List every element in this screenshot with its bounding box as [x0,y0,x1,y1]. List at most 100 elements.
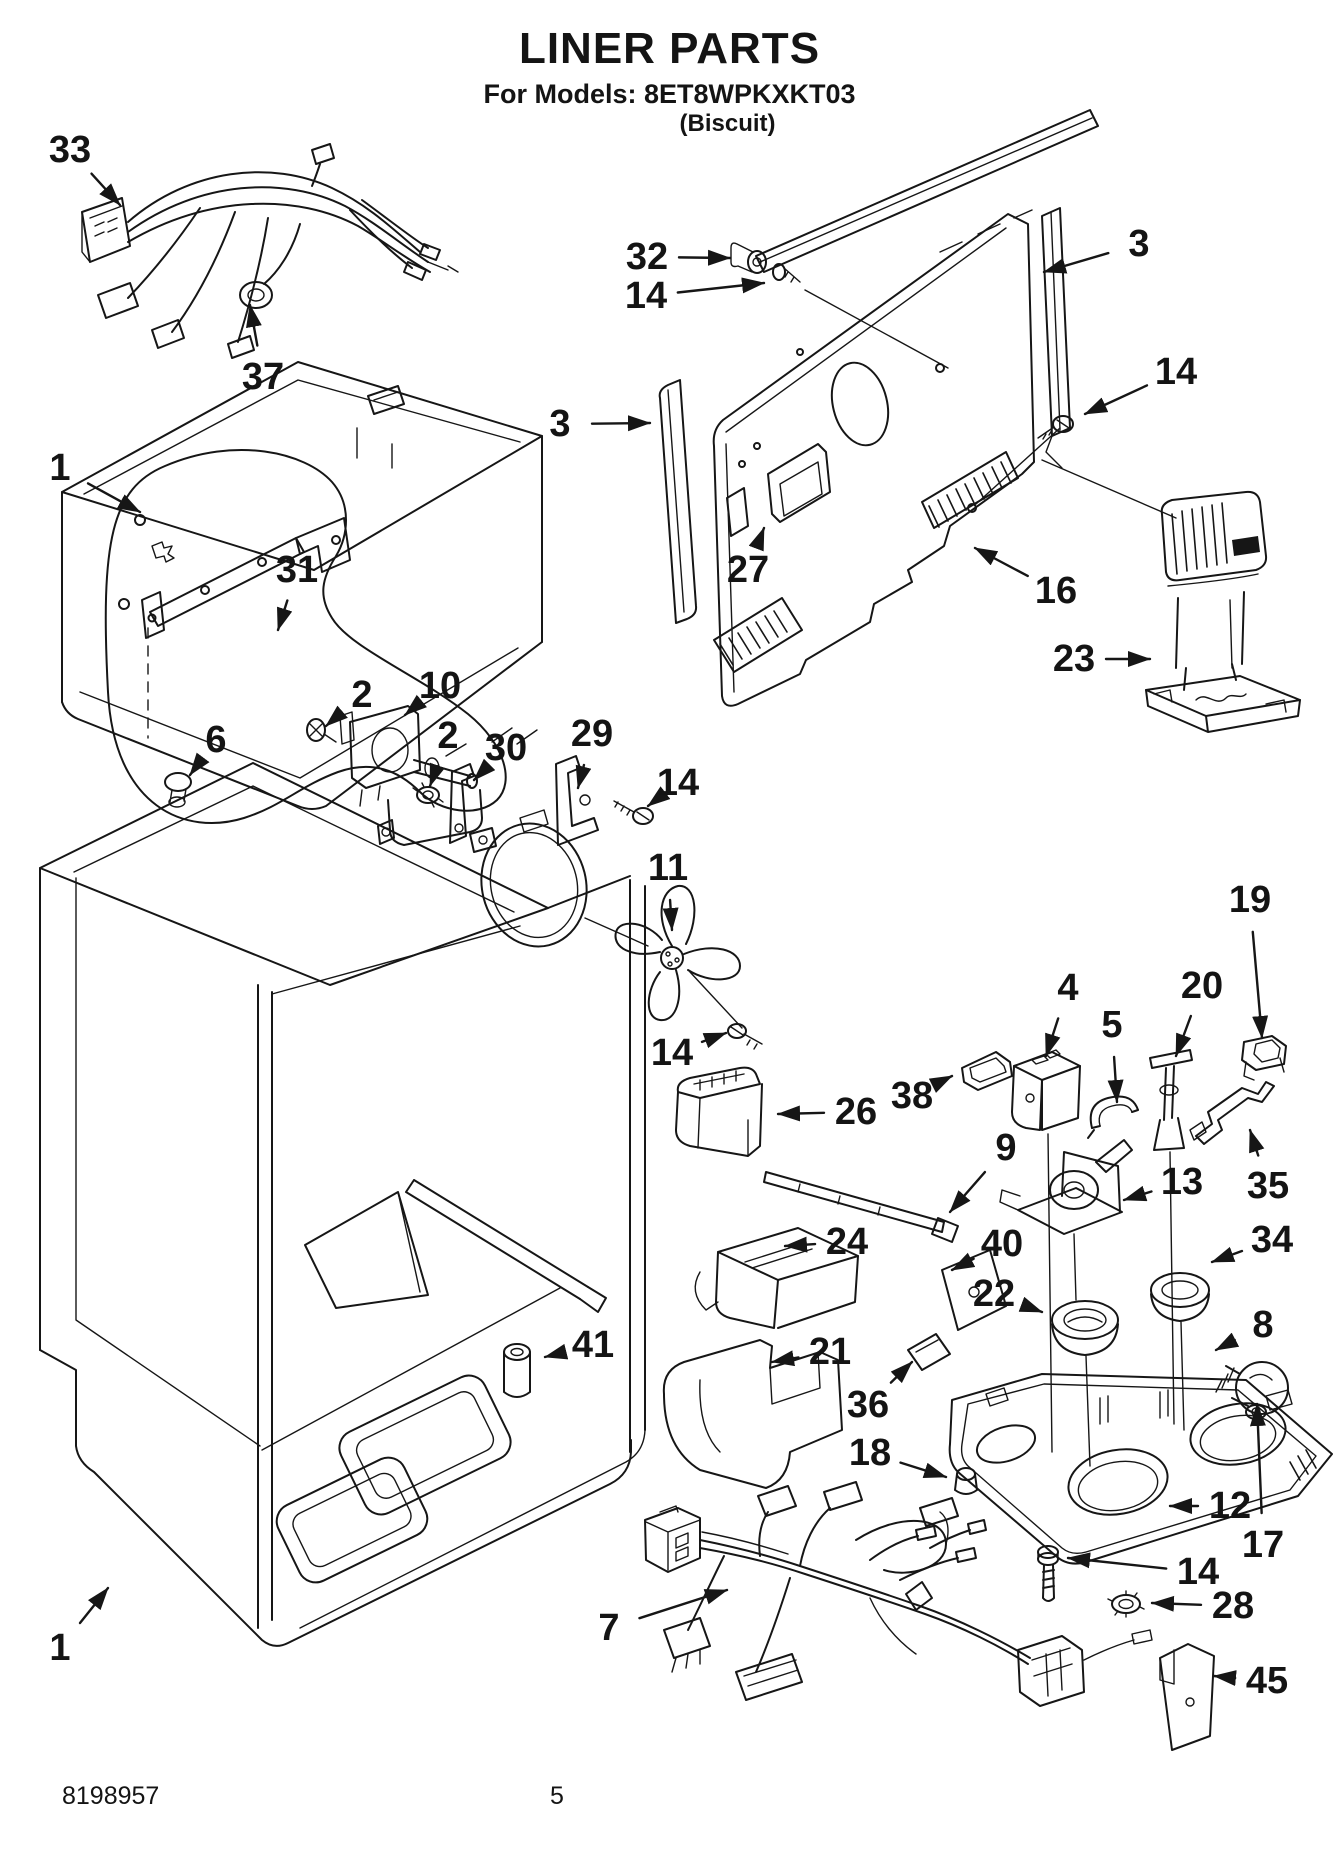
callout-label: 2 [351,674,372,716]
callout-arrow [928,1074,954,1093]
callout-arrow [950,1252,976,1272]
callout-14: 14 [646,762,699,808]
page-number: 5 [550,1782,564,1810]
callout-label: 14 [1155,351,1197,393]
callout-27: 27 [727,526,769,591]
callout-4: 4 [1044,967,1079,1058]
callout-1: 1 [49,447,142,514]
callout-arrow [543,1343,569,1360]
callout-label: 3 [549,403,570,445]
callout-label: 9 [995,1127,1016,1169]
callout-18: 18 [849,1432,948,1479]
callout-arrow [783,1236,817,1253]
callout-10: 10 [403,665,461,717]
callout-arrow [590,415,652,432]
evaporator-cover [658,109,1099,707]
thermostat-assembly [164,705,654,853]
callout-label: 31 [276,549,318,591]
callout-label: 30 [485,727,527,769]
liner-bracket [141,517,351,639]
callout-arrow [324,705,348,728]
callout-label: 1 [49,1627,70,1669]
callout-29: 29 [571,713,613,790]
callout-24: 24 [783,1221,868,1263]
callout-label: 37 [242,356,284,398]
callout-20: 20 [1174,965,1223,1058]
callout-arrow [1212,1670,1237,1687]
callout-arrow [246,303,262,347]
callout-arrow [428,762,445,788]
callout-arrow [662,898,679,932]
console-fasteners [1037,1545,1215,1751]
document-number: 8198957 [62,1782,160,1810]
callout-23: 23 [1053,638,1152,680]
callout-22: 22 [973,1273,1044,1315]
callout-arrow [1042,251,1110,274]
callout-36: 36 [847,1360,914,1426]
callout-21: 21 [770,1331,851,1373]
callout-17: 17 [1242,1402,1284,1566]
callout-label: 14 [1177,1551,1219,1593]
callout-label: 18 [849,1432,891,1474]
callout-label: 36 [847,1384,889,1426]
callout-arrow [1248,1128,1265,1157]
callout-14: 14 [625,275,766,317]
callout-arrow [90,172,122,207]
callout-arrow [1066,1552,1168,1570]
callout-16: 16 [973,546,1077,612]
callout-arrow [575,763,592,790]
callout-arrow [748,526,766,552]
top-wire-harness [81,143,459,359]
callout-19: 19 [1229,879,1271,1040]
callout-label: 19 [1229,879,1271,921]
callout-arrow [276,599,293,632]
callout-label: 33 [49,129,91,171]
models-line: For Models: 8ET8WPKXKT03 [483,78,856,109]
callout-arrow [1018,1296,1044,1314]
callout-41: 41 [543,1324,614,1366]
page-title: LINER PARTS [518,24,821,73]
callout-8: 8 [1214,1304,1274,1352]
callout-label: 10 [419,665,461,707]
callout-arrow [1174,1014,1193,1058]
callout-arrow [700,1031,728,1049]
callout-arrow [1107,1055,1124,1104]
callout-label: 27 [727,549,769,591]
callout-12: 12 [1168,1485,1251,1527]
callout-14: 14 [1066,1551,1219,1593]
callout-1: 1 [49,1586,110,1669]
callout-3: 3 [549,403,652,445]
callout-arrow [1150,1595,1203,1612]
callout-3: 3 [1042,223,1150,274]
fresh-food-liner [39,762,646,1647]
defrost-parts [662,1035,1289,1495]
callout-label: 6 [205,719,226,761]
callout-arrow [1044,1017,1061,1058]
callout-14: 14 [1083,351,1197,416]
callout-arrow [403,694,428,717]
callout-13: 13 [1122,1161,1203,1203]
callout-arrow [1122,1185,1153,1202]
callout-label: 21 [809,1331,851,1373]
callout-28: 28 [1150,1585,1254,1627]
callout-label: 14 [657,762,699,804]
callout-35: 35 [1247,1128,1289,1207]
callout-32: 32 [626,236,732,278]
callout-arrow [86,482,142,514]
callout-40: 40 [950,1223,1023,1272]
callout-label: 2 [437,715,458,757]
callout-label: 14 [651,1032,693,1074]
callout-label: 17 [1242,1524,1284,1566]
callout-26: 26 [776,1091,877,1133]
callout-arrow [948,1170,987,1214]
callout-arrow [1214,1332,1240,1352]
callout-label: 34 [1251,1219,1293,1261]
callout-arrow [1251,930,1269,1040]
fan-orifice-ring [480,809,588,948]
callout-label: 40 [981,1223,1023,1265]
callout-33: 33 [49,129,122,207]
callout-arrow [776,1105,826,1122]
title-block: LINER PARTS For Models: 8ET8WPKXKT03 (Bi… [0,24,1339,137]
